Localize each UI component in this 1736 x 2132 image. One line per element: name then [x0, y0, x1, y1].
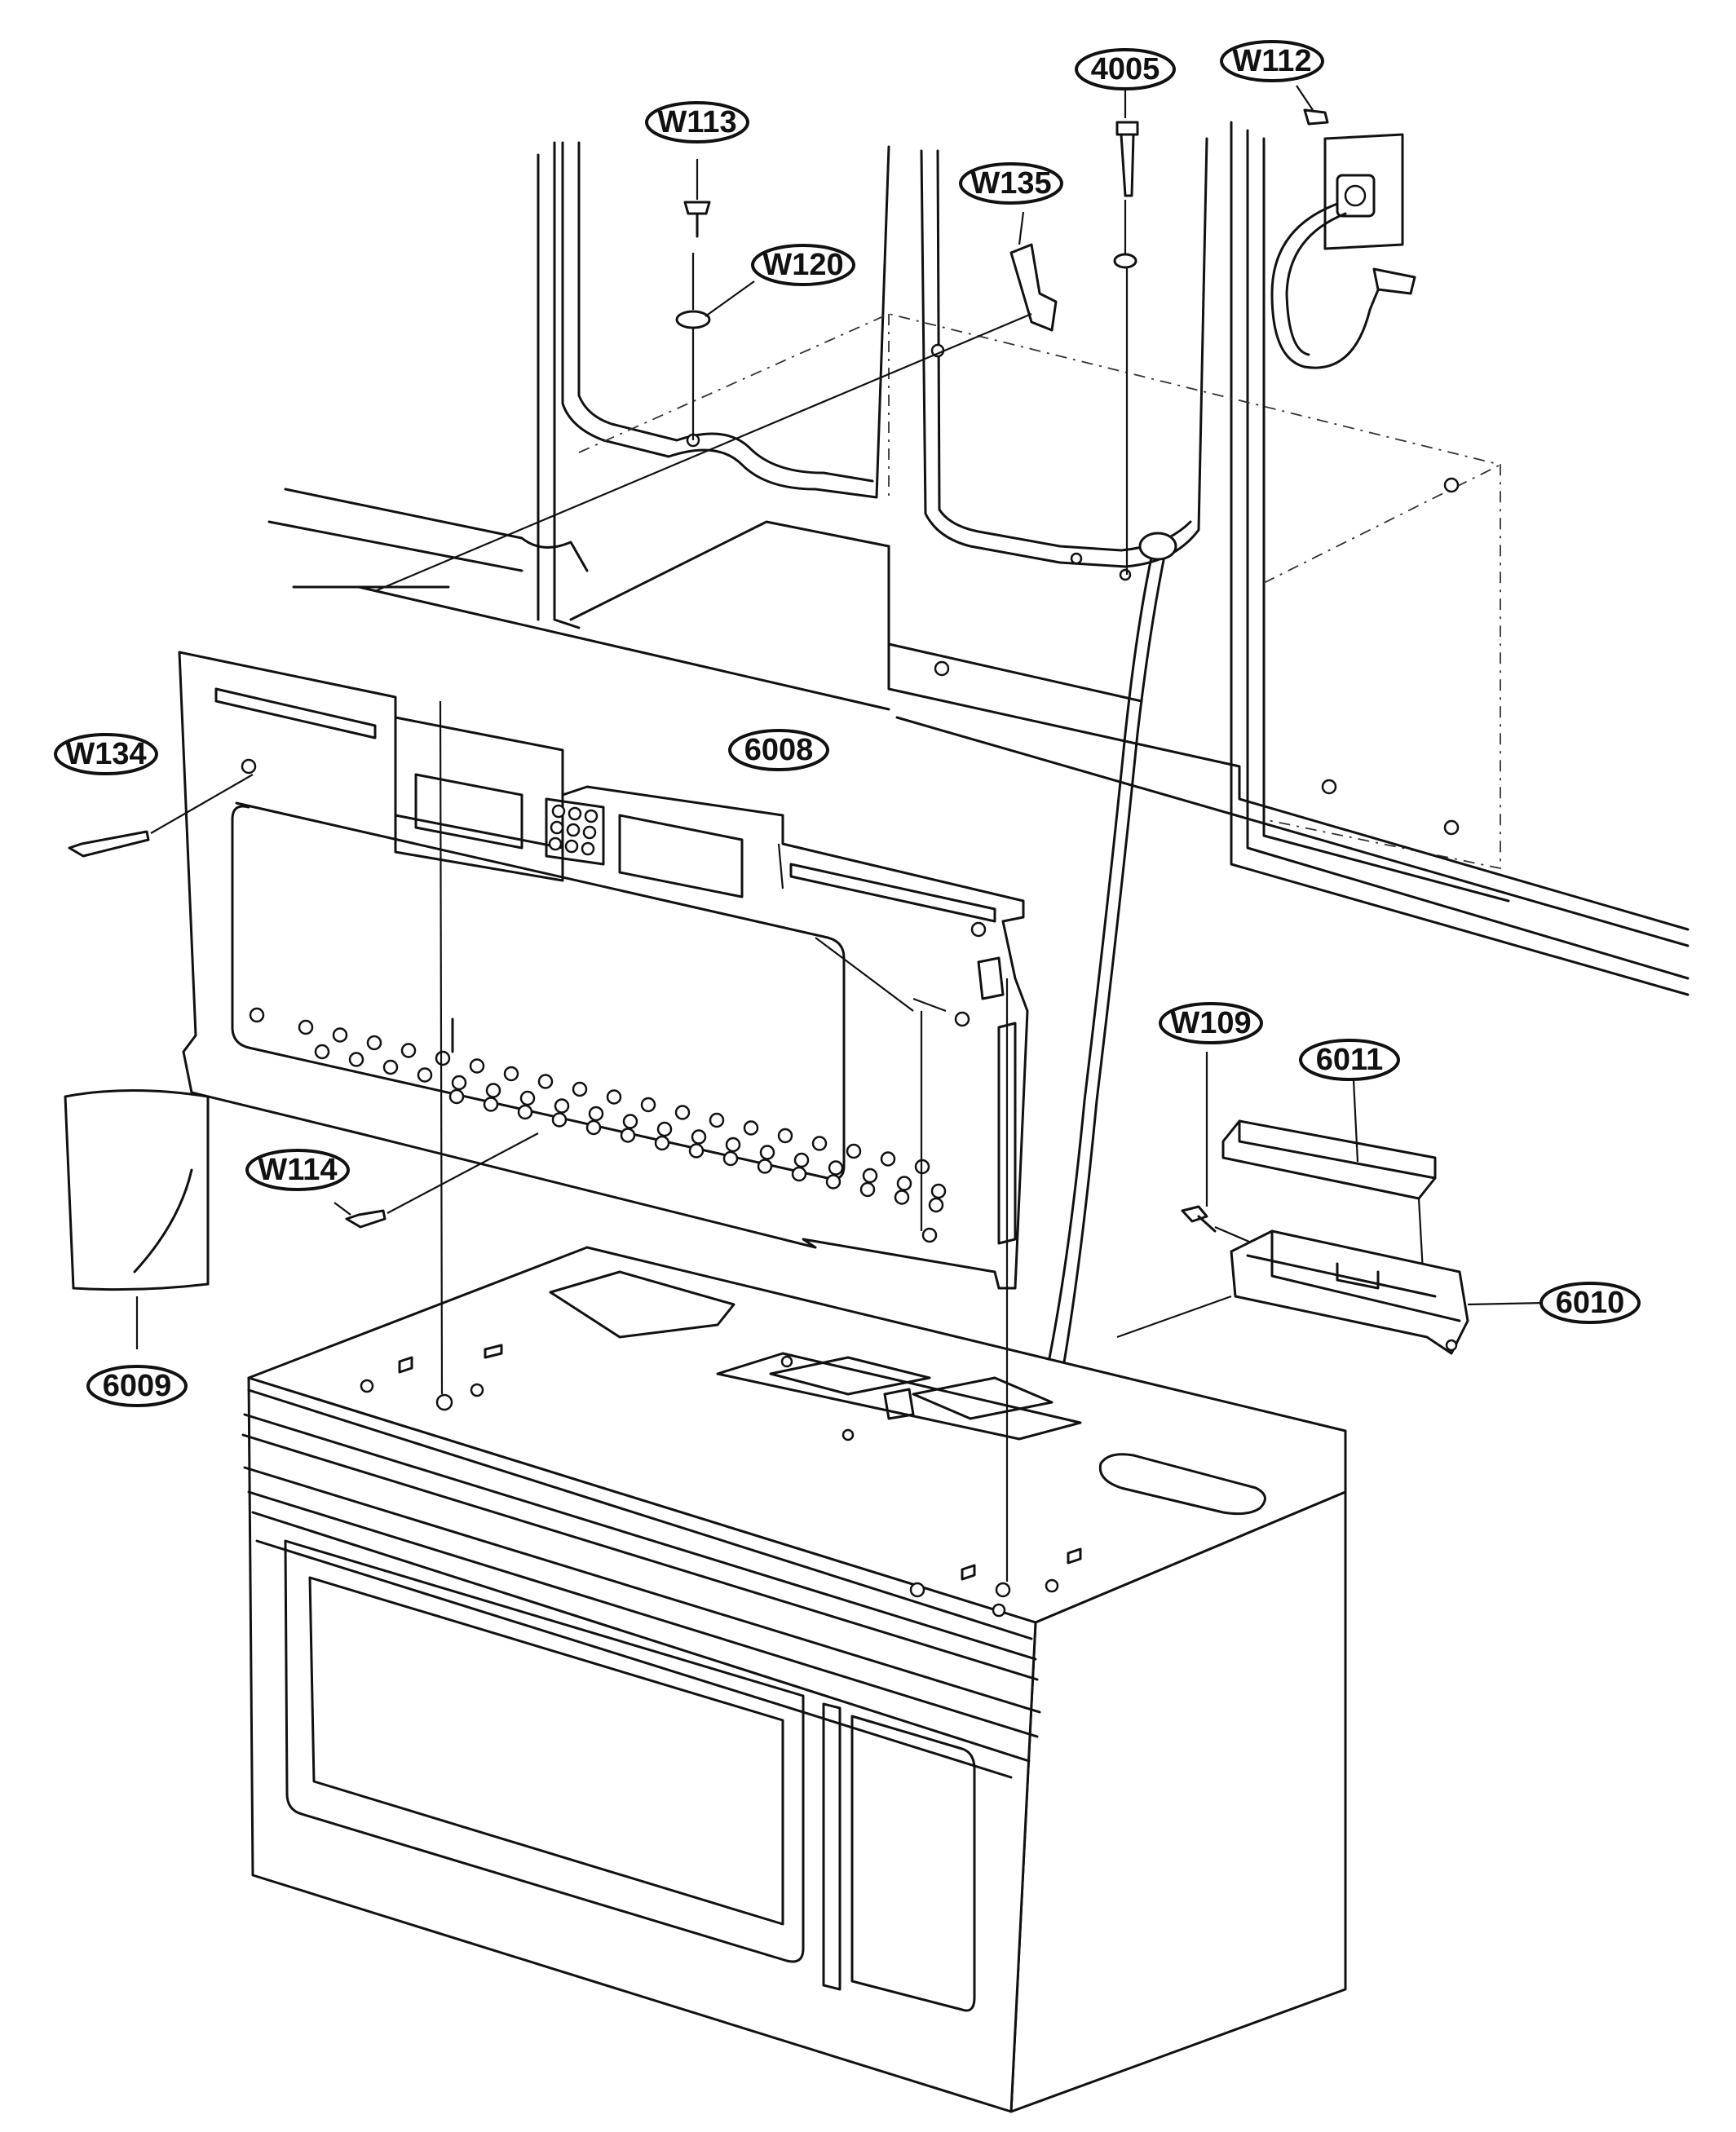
vent-hole	[382, 1059, 399, 1075]
vent-hole	[825, 1174, 841, 1190]
vent-hole	[417, 1067, 433, 1083]
upper-cabinet	[267, 121, 1690, 996]
callout-w109-label: W109	[1170, 1006, 1251, 1040]
vent-hole	[654, 1135, 670, 1151]
vent-hole	[435, 1050, 451, 1066]
vent-hole	[859, 1181, 876, 1198]
callout-4005: 4005	[1075, 48, 1176, 90]
vent-hole	[332, 1027, 348, 1043]
vent-hole	[656, 1121, 673, 1137]
mounting-plate-6008	[178, 651, 1029, 1290]
vent-hole	[757, 1159, 773, 1174]
callout-6011: 6011	[1299, 1039, 1400, 1081]
vent-hole	[930, 1183, 947, 1199]
vent-hole	[725, 1137, 741, 1153]
vent-hole	[722, 1150, 739, 1167]
vent-hole	[811, 1136, 828, 1151]
callout-w112-label: W112	[1232, 44, 1311, 78]
vent-hole	[588, 1106, 604, 1122]
callout-4005-label: 4005	[1091, 52, 1160, 86]
vent-hole	[503, 1066, 519, 1082]
vent-hole	[640, 1097, 656, 1113]
box-6010	[1116, 1229, 1546, 1355]
microwave-oven	[241, 700, 1347, 2113]
callout-6008-label: 6008	[744, 733, 814, 767]
callout-6009: 6009	[86, 1365, 188, 1407]
callout-6011-label: 6011	[1316, 1043, 1383, 1077]
callout-w134-label: W134	[65, 737, 146, 771]
vent-hole	[622, 1114, 638, 1129]
vent-hole	[791, 1166, 807, 1182]
callout-w114-label: W114	[258, 1153, 337, 1187]
vent-hole	[759, 1145, 775, 1160]
vent-hole	[483, 1097, 499, 1112]
vent-hole	[862, 1168, 878, 1184]
bracket-w135	[374, 211, 1058, 593]
vent-hole	[554, 1098, 570, 1114]
vent-hole	[896, 1176, 912, 1191]
vent-hole	[688, 1143, 705, 1159]
callout-w114: W114	[245, 1149, 350, 1191]
vent-hole	[517, 1104, 533, 1120]
parts-bag-6009	[64, 1089, 210, 1349]
vent-hole	[894, 1190, 910, 1205]
screw-w114	[334, 1132, 539, 1229]
vent-hole	[928, 1197, 944, 1213]
callout-6009-label: 6009	[103, 1369, 172, 1403]
vent-hole	[620, 1128, 636, 1143]
vent-hole	[572, 1081, 588, 1097]
screw-w134	[68, 774, 254, 858]
wall-outlet	[1323, 133, 1404, 250]
callout-w109: W109	[1159, 1002, 1263, 1044]
callout-w135-label: W135	[970, 166, 1051, 201]
vent-hole	[674, 1105, 691, 1120]
vent-hole	[485, 1083, 501, 1098]
vent-hole	[743, 1120, 759, 1136]
vent-hole	[314, 1044, 330, 1060]
vent-hole	[551, 1112, 568, 1128]
vent-hole	[709, 1112, 725, 1128]
terminal-holes	[548, 804, 599, 856]
screw-w113	[683, 159, 711, 238]
washer-w120	[675, 253, 755, 440]
callout-w134: W134	[54, 733, 158, 775]
vent-hole	[846, 1143, 862, 1159]
bolt-4005	[1113, 90, 1139, 575]
vent-hole	[880, 1151, 896, 1167]
plate-vent-holes	[298, 1019, 947, 1213]
vent-hole	[400, 1043, 417, 1058]
power-cord	[965, 202, 1416, 1469]
callout-w113: W113	[645, 101, 749, 143]
vent-hole	[451, 1075, 467, 1091]
screw-w112	[1296, 85, 1329, 126]
callout-6008: 6008	[728, 729, 829, 771]
vent-hole	[606, 1089, 622, 1105]
vent-hole	[793, 1152, 810, 1168]
vent-hole	[348, 1052, 364, 1067]
callout-6010-label: 6010	[1556, 1286, 1625, 1320]
vent-hole	[828, 1160, 844, 1176]
vent-hole	[585, 1119, 602, 1136]
vent-hole	[298, 1019, 314, 1035]
vent-hole	[777, 1128, 793, 1144]
vent-hole	[537, 1074, 554, 1089]
callout-w120: W120	[751, 244, 855, 286]
callout-w112: W112	[1220, 40, 1324, 82]
callout-w120-label: W120	[762, 248, 843, 282]
vent-hole	[366, 1035, 382, 1051]
vent-hole	[448, 1088, 465, 1105]
callout-w113-label: W113	[657, 105, 736, 139]
callout-6010: 6010	[1539, 1282, 1641, 1324]
vent-hole	[469, 1058, 485, 1074]
callout-w135: W135	[959, 162, 1063, 205]
vent-hole	[691, 1129, 707, 1145]
vent-hole	[519, 1090, 536, 1106]
cover-6011	[1221, 1079, 1437, 1273]
